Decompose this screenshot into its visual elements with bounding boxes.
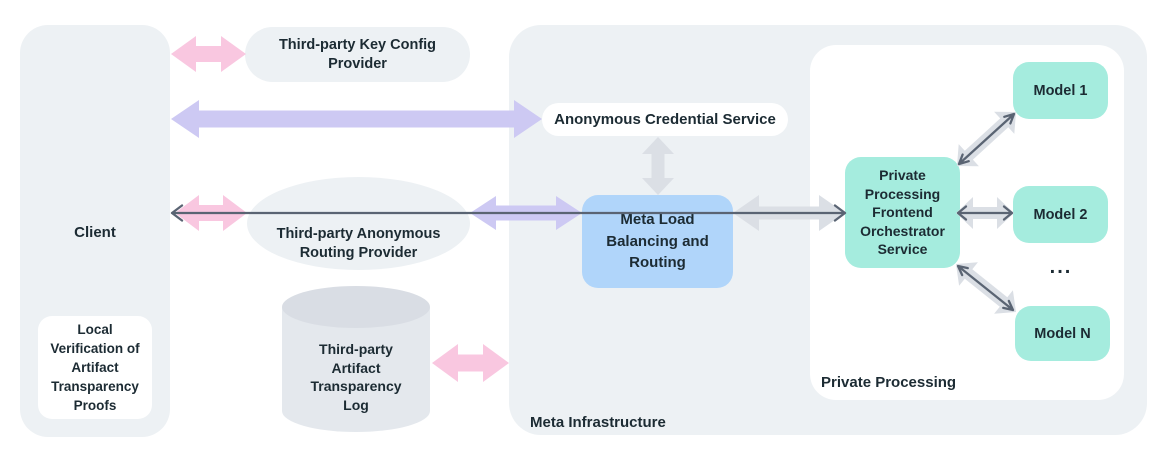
pink-double-arrow-routing: [175, 195, 247, 231]
cylinder-top: [282, 286, 430, 328]
key-config-provider-box: Third-party Key Config Provider: [245, 27, 470, 82]
orchestrator-box: Private Processing Frontend Orchestrator…: [845, 157, 960, 268]
model-2-box: Model 2: [1013, 186, 1108, 243]
private-processing-label: Private Processing: [821, 374, 957, 391]
artifact-transparency-log-cylinder: Third-party Artifact Transparency Log: [282, 286, 430, 432]
artifact-transparency-log-label: Third-party Artifact Transparency Log: [310, 341, 402, 413]
load-balancing-box: Meta Load Balancing and Routing: [582, 195, 733, 288]
pink-double-arrow-transparency-log: [432, 344, 509, 382]
anonymous-routing-provider-ellipse: Third-party Anonymous Routing Provider: [247, 177, 470, 270]
anonymous-credential-service-box: Anonymous Credential Service: [542, 103, 788, 136]
meta-infrastructure-label: Meta Infrastructure: [530, 414, 666, 431]
purple-double-arrow-credential: [171, 100, 542, 138]
model-1-box: Model 1: [1013, 62, 1108, 119]
models-ellipsis: ...: [1049, 256, 1073, 278]
local-verification-box: Local Verification of Artifact Transpare…: [38, 316, 152, 419]
client-label: Client: [74, 224, 116, 241]
pink-double-arrow-key-config: [171, 36, 246, 72]
model-n-box: Model N: [1015, 306, 1110, 361]
